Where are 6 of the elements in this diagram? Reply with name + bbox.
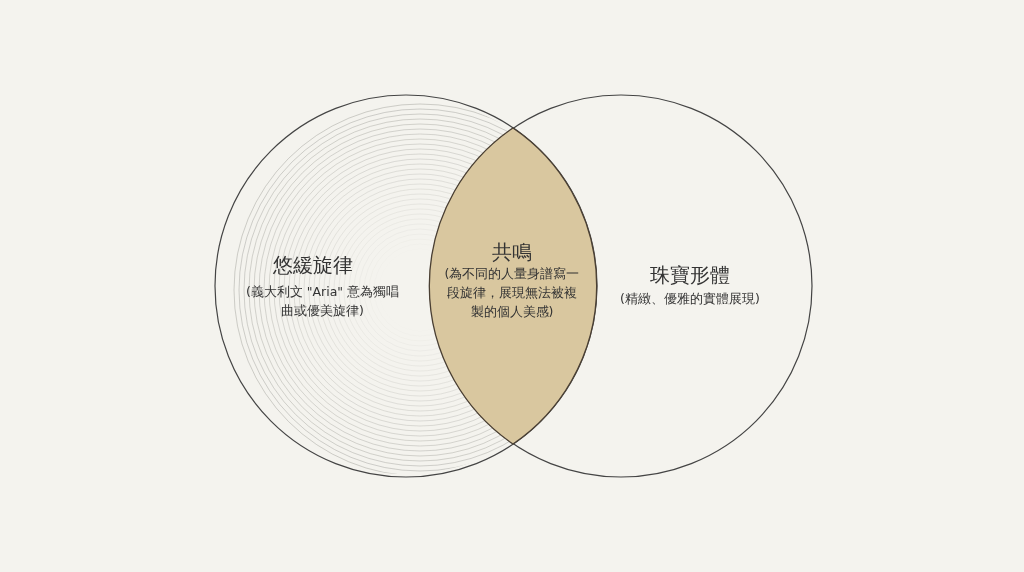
set-title: 珠寶形體	[649, 263, 731, 287]
set-description: (為不同的人量身譜寫一段旋律，展現無法被複製的個人美感)	[443, 265, 581, 321]
set-description: (義大利文 "Aria" 意為獨唱曲或優美旋律)	[245, 283, 400, 320]
set-title: 共鳴	[491, 240, 533, 264]
set-title: 悠緩旋律	[272, 253, 354, 277]
set-description: (精緻、優雅的實體展現)	[619, 290, 761, 308]
